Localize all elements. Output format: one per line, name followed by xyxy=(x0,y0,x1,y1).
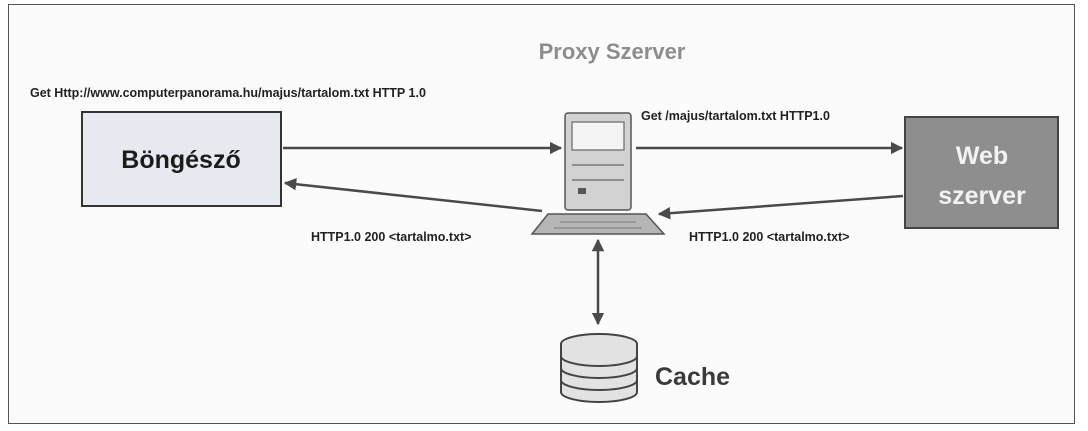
webserver-label-line2: szerver xyxy=(938,182,1026,210)
browser-box xyxy=(81,111,282,207)
browser-node: Böngésző xyxy=(81,111,282,207)
browser-request-label: Get Http://www.computerpanorama.hu/majus… xyxy=(30,86,426,100)
browser-label: Böngésző xyxy=(121,146,240,174)
proxy-request-label: Get /majus/tartalom.txt HTTP1.0 xyxy=(641,109,830,123)
server-response-label: HTTP1.0 200 <tartalmo.txt> xyxy=(689,230,849,244)
database-icon xyxy=(560,333,638,403)
diagram-title: Proxy Szerver xyxy=(539,39,686,64)
webserver-label-line1: Web xyxy=(956,142,1008,170)
cache-label: Cache xyxy=(655,363,730,391)
webserver-node: Web szerver xyxy=(904,116,1059,229)
webserver-box xyxy=(904,116,1059,229)
arrow-server-to-proxy xyxy=(657,194,904,220)
proxy-response-label: HTTP1.0 200 <tartalmo.txt> xyxy=(311,230,471,244)
arrow-proxy-to-browser xyxy=(283,178,543,213)
computer-icon xyxy=(530,112,666,235)
diagram-frame xyxy=(8,4,1075,424)
